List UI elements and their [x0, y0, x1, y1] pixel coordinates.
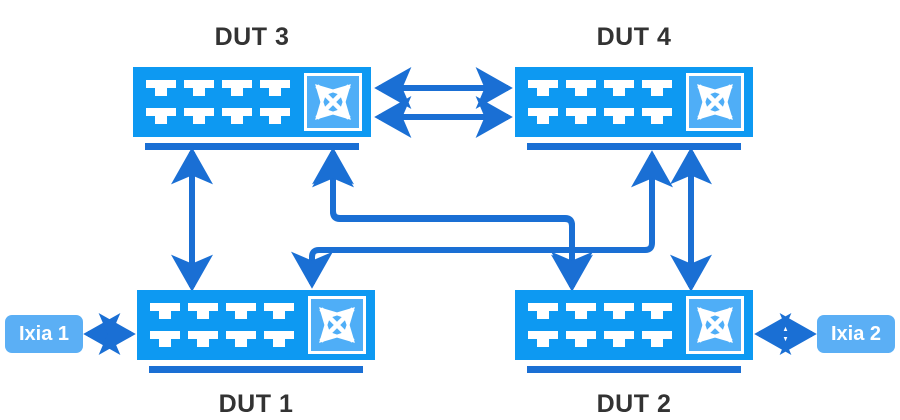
port-icon[interactable] — [226, 328, 256, 350]
port-group-dut4 — [528, 77, 672, 127]
port-icon[interactable] — [566, 105, 596, 127]
crossbar-icon — [686, 73, 744, 131]
port-icon[interactable] — [188, 300, 218, 322]
link-dut1-dut4 — [312, 175, 579, 287]
port-icon[interactable] — [150, 328, 180, 350]
chassis-dut4 — [515, 67, 753, 137]
port-icon[interactable] — [642, 105, 672, 127]
link-dut2-dut3 — [312, 147, 593, 292]
port-icon[interactable] — [184, 105, 214, 127]
device-dut3[interactable]: DUT 3 — [133, 23, 371, 150]
port-icon[interactable] — [146, 105, 176, 127]
baseline-bar-dut3 — [145, 143, 359, 150]
port-icon[interactable] — [184, 77, 214, 99]
port-icon[interactable] — [264, 328, 294, 350]
port-group-dut1 — [150, 300, 294, 350]
link-dut1-dut4-path — [312, 152, 572, 287]
port-icon[interactable] — [528, 328, 558, 350]
port-icon[interactable] — [188, 328, 218, 350]
link-dut2-dut3-render — [312, 150, 593, 289]
port-icon[interactable] — [642, 328, 672, 350]
device-label-dut3: DUT 3 — [214, 23, 290, 51]
port-icon[interactable] — [226, 300, 256, 322]
port-icon[interactable] — [150, 300, 180, 322]
port-icon[interactable] — [222, 105, 252, 127]
device-label-dut1: DUT 1 — [218, 390, 294, 418]
crossbar-icon — [686, 296, 744, 354]
port-icon[interactable] — [260, 105, 290, 127]
baseline-bar-dut1 — [149, 366, 363, 373]
port-icon[interactable] — [566, 300, 596, 322]
device-dut1[interactable]: DUT 1 — [137, 290, 375, 418]
traffic-generator-label: Ixia 1 — [18, 322, 70, 345]
chassis-dut2 — [515, 290, 753, 360]
crossbar-icon — [308, 296, 366, 354]
port-icon[interactable] — [566, 77, 596, 99]
device-dut4[interactable]: DUT 4 — [515, 23, 753, 150]
port-icon[interactable] — [604, 300, 634, 322]
crossbar-icon — [304, 73, 362, 131]
baseline-bar-dut2 — [527, 366, 741, 373]
device-dut2[interactable]: DUT 2 — [515, 290, 753, 418]
port-icon[interactable] — [264, 300, 294, 322]
port-icon[interactable] — [642, 77, 672, 99]
port-icon[interactable] — [566, 328, 596, 350]
link-dut2-dut3-final — [333, 155, 579, 218]
port-icon[interactable] — [604, 328, 634, 350]
port-icon[interactable] — [642, 300, 672, 322]
device-label-dut2: DUT 2 — [596, 390, 672, 418]
port-icon[interactable] — [146, 77, 176, 99]
port-icon[interactable] — [260, 77, 290, 99]
baseline-bar-dut4 — [527, 143, 741, 150]
port-group-dut2 — [528, 300, 672, 350]
traffic-generator-label: Ixia 2 — [830, 322, 882, 345]
link-dut1-dut4-route — [312, 243, 683, 287]
chassis-dut1 — [137, 290, 375, 360]
device-label-dut4: DUT 4 — [596, 23, 672, 51]
port-icon[interactable] — [528, 105, 558, 127]
port-icon[interactable] — [528, 300, 558, 322]
port-group-dut3 — [146, 77, 290, 127]
port-icon[interactable] — [604, 105, 634, 127]
link-dut1-dut4-final — [291, 150, 673, 289]
chassis-dut3 — [133, 67, 371, 137]
traffic-generator-ixia1[interactable]: Ixia 1 — [5, 315, 83, 353]
link-dut1-dut4-render — [312, 175, 684, 287]
port-icon[interactable] — [222, 77, 252, 99]
port-icon[interactable] — [528, 77, 558, 99]
port-icon[interactable] — [604, 77, 634, 99]
traffic-generator-ixia2[interactable]: Ixia 2 — [817, 315, 895, 353]
